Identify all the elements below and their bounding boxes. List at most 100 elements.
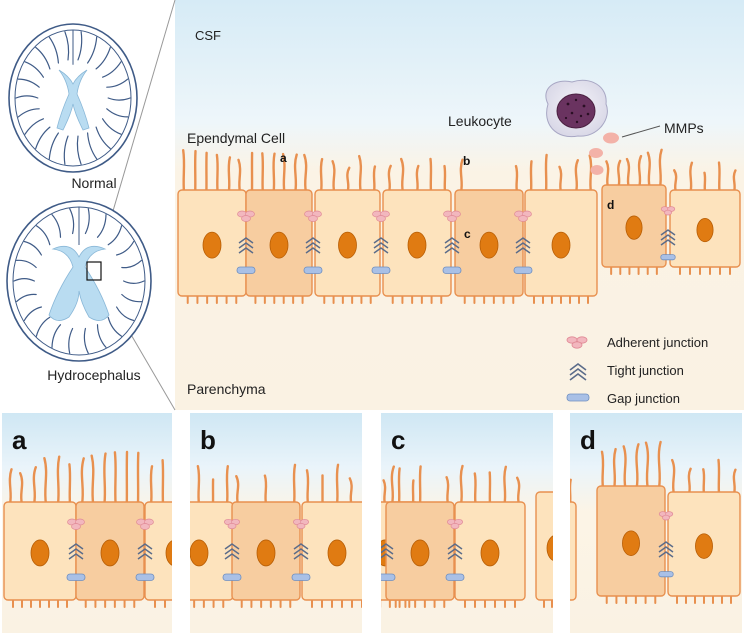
cilium (702, 468, 706, 496)
csf-label: CSF (195, 28, 221, 43)
nucleus (202, 231, 222, 259)
nucleus (479, 231, 499, 259)
ependymal-cell (385, 465, 455, 608)
nucleus (269, 231, 289, 259)
cilium (544, 153, 548, 194)
nucleus (327, 539, 347, 567)
adherent-junction (304, 210, 322, 222)
adherent-junction (447, 518, 464, 530)
cilium (732, 169, 737, 194)
cilium (443, 164, 447, 194)
cilium (348, 477, 353, 506)
cilium (429, 157, 433, 194)
mmps-label: MMPs (664, 120, 704, 136)
nucleus (30, 539, 50, 567)
cilium (644, 441, 650, 490)
legend-tight-label: Tight junction (607, 363, 684, 378)
cilium (185, 480, 187, 505)
cilium (558, 165, 563, 194)
nucleus (695, 533, 713, 559)
cilium (80, 457, 85, 506)
adherent-junction (372, 210, 390, 222)
cilium (261, 152, 265, 194)
nucleus (256, 539, 276, 567)
detail-panel-b: b (185, 413, 362, 633)
ependymal-cell (596, 440, 666, 604)
adherent-junction (237, 210, 255, 222)
gap-junction (381, 573, 396, 581)
parenchyma-label: Parenchyma (187, 381, 266, 397)
cilium (90, 454, 95, 506)
marker-b: b (463, 154, 470, 168)
ependymal-cell (524, 153, 598, 304)
tight-junction (137, 543, 153, 560)
panel-letter-a: a (12, 425, 27, 455)
cilium (703, 171, 707, 194)
cilium (263, 474, 268, 506)
cilium (187, 472, 188, 505)
cilium (319, 157, 324, 194)
cilium (514, 164, 519, 194)
enlarged-ventricle (48, 245, 110, 321)
cilium (473, 472, 477, 506)
hydrocephalus-brain (6, 200, 152, 362)
marker-a: a (280, 151, 287, 165)
hydrocephalus-label: Hydrocephalus (47, 367, 140, 383)
cilium (600, 450, 605, 490)
gap-junction (445, 573, 465, 581)
nucleus (551, 231, 571, 259)
cilium (235, 475, 240, 506)
ependymal-cell (245, 151, 313, 304)
gap-junction (291, 573, 311, 581)
adherent-junction (660, 206, 676, 216)
cilium (372, 165, 377, 194)
cilium (196, 465, 201, 506)
nucleus (546, 535, 553, 561)
nucleus (622, 530, 640, 556)
ependymal-cell (185, 465, 234, 608)
cilium (225, 465, 229, 506)
legend-tight-icon (569, 363, 587, 381)
cilium (445, 476, 450, 506)
cilium (371, 469, 373, 504)
cilium (717, 161, 721, 194)
cilium (8, 468, 13, 506)
tight-junction (305, 237, 321, 254)
cilium (418, 465, 422, 506)
cilium (182, 149, 186, 194)
cilium (657, 440, 662, 490)
adherent-junction (223, 518, 241, 530)
leukocyte-label: Leukocyte (448, 113, 512, 129)
ependymal-layer (177, 148, 741, 304)
cilium (687, 467, 692, 496)
cilium (272, 152, 276, 194)
ependymal-cell (601, 148, 667, 275)
nucleus (407, 231, 427, 259)
ependymal-cell (570, 478, 577, 601)
normal-label: Normal (71, 175, 116, 191)
tight-junction (515, 237, 531, 254)
adherent-junction (293, 518, 310, 530)
cilium (227, 156, 232, 194)
legend-gap-label: Gap junction (607, 391, 680, 406)
cilium (335, 463, 340, 506)
cilium (588, 154, 593, 194)
ependymal-cell (669, 161, 741, 275)
cilium (400, 157, 405, 194)
tight-junction (293, 543, 309, 560)
cilium (281, 152, 286, 194)
gap-junction (222, 573, 242, 581)
cilium (382, 479, 387, 506)
ependymal-cell (535, 491, 553, 608)
cilium (732, 468, 737, 496)
marker-c: c (464, 227, 471, 241)
cilium (303, 153, 308, 194)
cilium (331, 160, 336, 194)
adherent-junction (658, 511, 674, 521)
cilium (43, 457, 48, 506)
detail-panel-a: a (2, 413, 188, 633)
nucleus (410, 539, 430, 567)
nucleus (480, 539, 500, 567)
marker-d: d (607, 198, 614, 212)
